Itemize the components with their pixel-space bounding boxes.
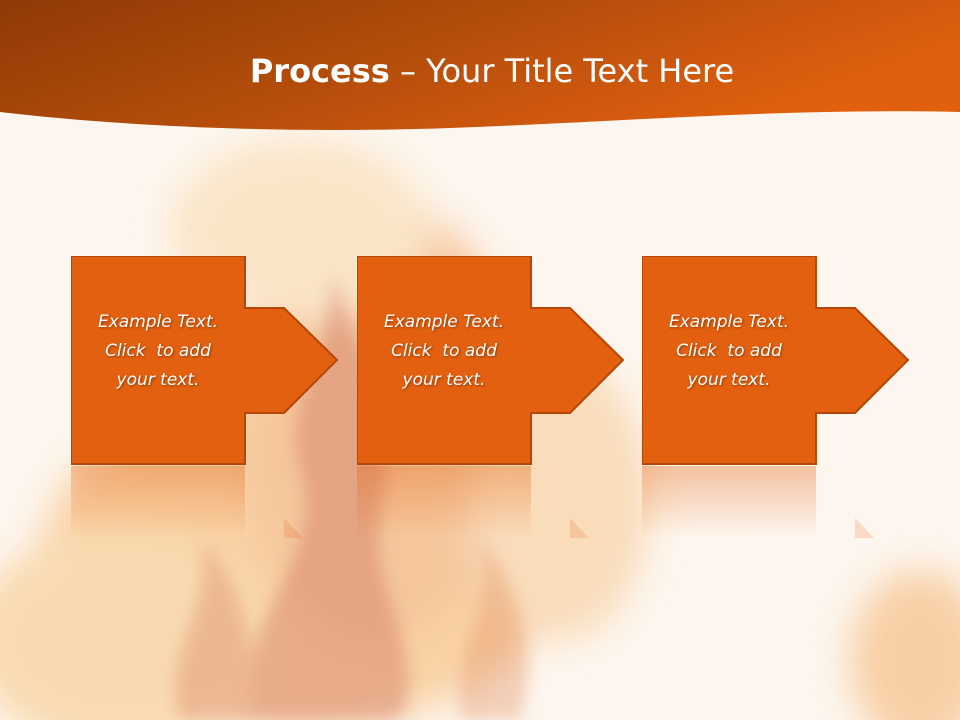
- step-3-line-3: your text.: [687, 370, 771, 390]
- step-3-line-1: Example Text.: [668, 312, 790, 332]
- step-3-line-2: Click to add: [676, 341, 782, 361]
- process-step-3[interactable]: Example Text. Click to add your text.: [642, 256, 912, 546]
- step-1-shape: [71, 256, 339, 538]
- step-3-shape: [642, 256, 910, 538]
- step-1-line-1: Example Text.: [97, 312, 219, 332]
- title-rest: – Your Title Text Here: [389, 52, 735, 90]
- step-3-text[interactable]: Example Text. Click to add your text.: [644, 308, 814, 395]
- step-2-line-2: Click to add: [391, 341, 497, 361]
- step-1-line-2: Click to add: [105, 341, 211, 361]
- step-2-line-1: Example Text.: [383, 312, 505, 332]
- process-step-2[interactable]: Example Text. Click to add your text.: [357, 256, 627, 546]
- title-bold: Process: [249, 52, 390, 90]
- process-step-1[interactable]: Example Text. Click to add your text.: [71, 256, 341, 546]
- slide-title[interactable]: Process – Your Title Text Here: [0, 52, 960, 90]
- step-1-text[interactable]: Example Text. Click to add your text.: [73, 308, 243, 395]
- step-1-line-3: your text.: [116, 370, 200, 390]
- step-2-line-3: your text.: [402, 370, 486, 390]
- step-2-shape: [357, 256, 625, 538]
- header-banner: [0, 0, 960, 131]
- step-2-text[interactable]: Example Text. Click to add your text.: [359, 308, 529, 395]
